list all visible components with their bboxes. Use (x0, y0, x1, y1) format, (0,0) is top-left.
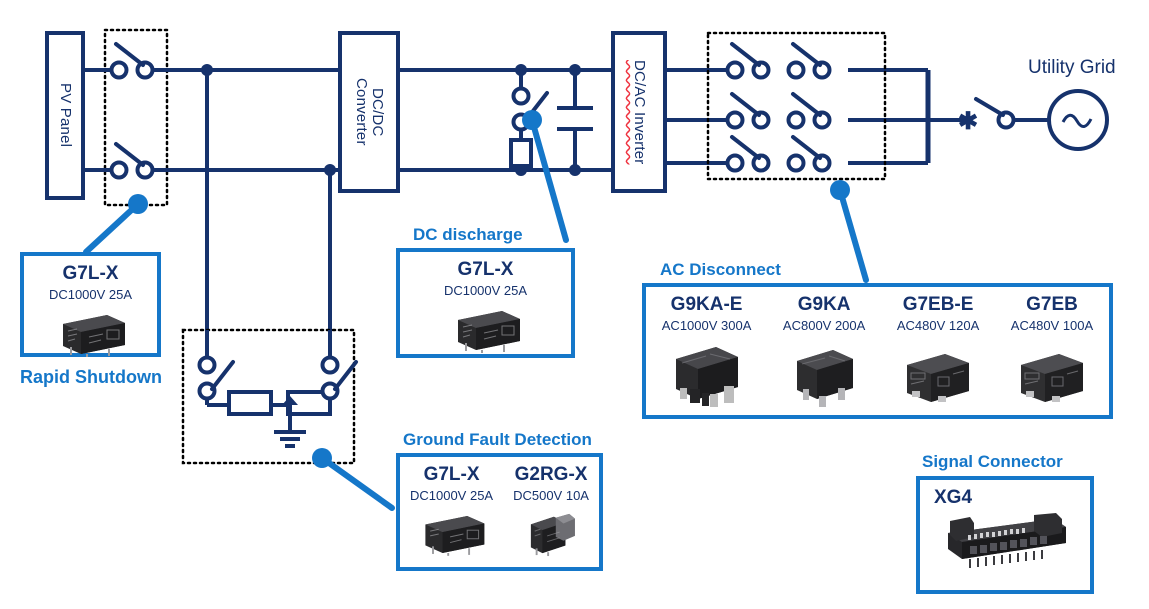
switch-gf-left (197, 330, 235, 401)
switch-ac-l1-a (725, 42, 771, 80)
callout-ac-disconnect: G9KA-E AC1000V 300A (642, 283, 1113, 419)
product-name: G2RG-X (514, 464, 588, 485)
product-name: G9KA (797, 294, 851, 315)
product-spec: DC1000V 25A (48, 286, 133, 302)
product-card: G7EB AC480V 100A (1011, 287, 1093, 411)
product-name: G7L-X (457, 259, 514, 280)
product-spec: DC1000V 25A (443, 282, 528, 298)
product-name: G7EB-E (902, 294, 974, 315)
product-card: XG4 (920, 480, 1074, 575)
product-card: G2RG-X DC500V 10A (513, 457, 589, 557)
relay-g7l-x-image (457, 310, 520, 353)
grid-breaker-icon: ✱ (958, 97, 1016, 135)
dcdc-converter-label: DC/DC Converter (353, 78, 386, 146)
ac-disconnect-title: AC Disconnect (660, 260, 781, 279)
product-card: G7L-X DC1000V 25A (444, 252, 527, 354)
switch-pv-positive (109, 42, 155, 80)
product-name: G7L-X (62, 263, 119, 284)
product-name: G7EB (1026, 294, 1078, 315)
relay-g2rg-x-image (530, 513, 575, 556)
callout-ground-fault-detection: G7L-X DC1000V 25A (396, 453, 603, 571)
product-card: G9KA AC800V 200A (783, 287, 865, 411)
relay-g9ka-e-image (675, 346, 738, 407)
product-name: G9KA-E (670, 294, 743, 315)
product-spec: AC800V 200A (782, 317, 866, 333)
callout-dc-discharge: G7L-X DC1000V 25A (396, 248, 575, 358)
product-spec: DC1000V 25A (409, 487, 494, 503)
ground-fault-detection-title: Ground Fault Detection (403, 430, 592, 449)
product-spec: AC480V 120A (896, 317, 980, 333)
product-card: G7L-X DC1000V 25A (410, 457, 493, 557)
product-name: XG4 (934, 487, 973, 508)
relay-g7eb-image (1021, 353, 1083, 402)
utility-grid-label: Utility Grid (1028, 57, 1116, 78)
switch-ac-l3-a (725, 135, 771, 173)
product-spec: AC480V 100A (1010, 317, 1094, 333)
signal-connector-title: Signal Connector (922, 452, 1063, 471)
callout-signal-connector: XG4 (916, 476, 1094, 594)
switch-pv-negative (109, 142, 155, 180)
relay-g7l-x-image (424, 515, 484, 556)
switch-ac-l1-b (786, 42, 832, 80)
product-spec: DC500V 10A (513, 487, 589, 503)
relay-g7eb-e-image (907, 353, 970, 402)
dc-discharge-title: DC discharge (413, 225, 523, 244)
product-card: G7EB-E AC480V 120A (897, 287, 979, 411)
relay-g9ka-image (797, 349, 854, 407)
product-name: G7L-X (423, 464, 480, 485)
relay-g7l-x-image (62, 314, 125, 357)
dcac-inverter-label: DC/AC Inverter (630, 59, 648, 165)
callout-rapid-shutdown: G7L-X DC1000V 25A (20, 252, 161, 357)
connector-xg4-image (948, 512, 1066, 568)
rapid-shutdown-caption: Rapid Shutdown (20, 367, 162, 387)
product-spec: AC1000V 300A (661, 317, 752, 333)
switch-ac-l2-a (725, 92, 771, 130)
svg-text:✱: ✱ (958, 108, 978, 135)
switch-ac-l3-b (786, 135, 832, 173)
switch-gf-right (320, 330, 358, 401)
switch-ac-l2-b (786, 92, 832, 130)
product-card: G9KA-E AC1000V 300A (661, 287, 752, 411)
product-card: G7L-X DC1000V 25A (49, 256, 132, 358)
pv-panel-label: PV Panel (56, 83, 74, 148)
